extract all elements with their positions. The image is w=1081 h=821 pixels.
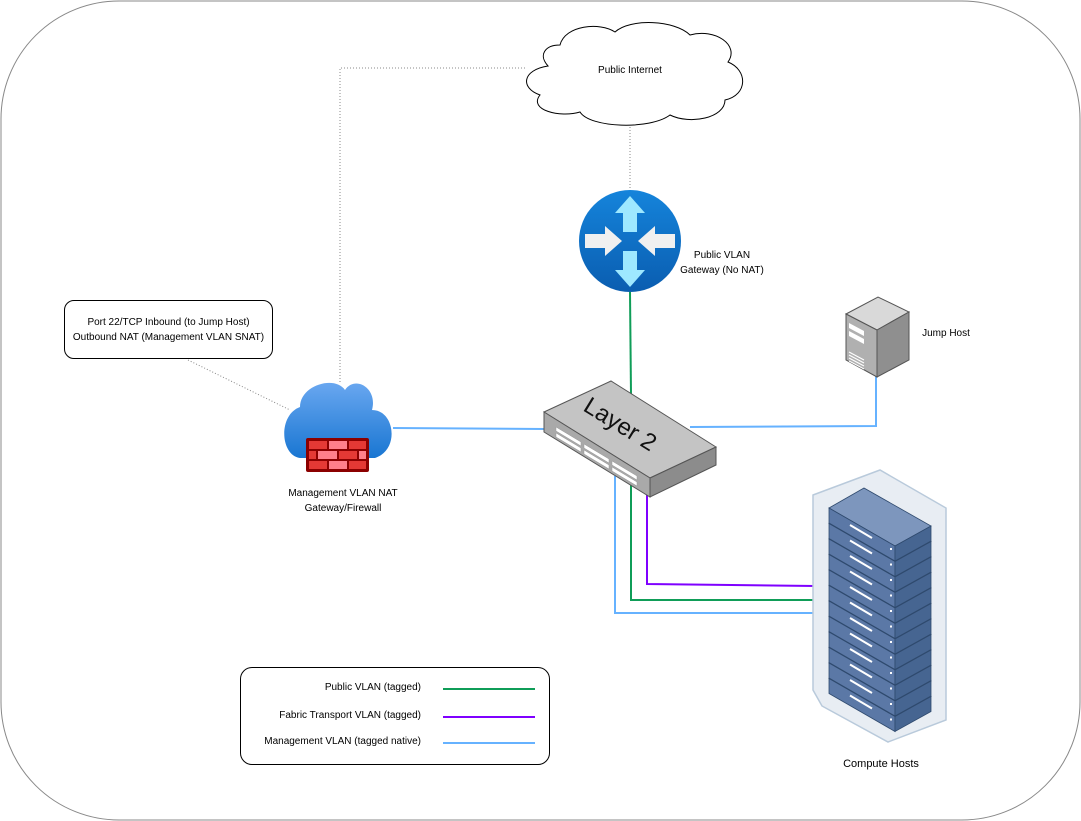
note-line1: Port 22/TCP Inbound (to Jump Host) [87,316,250,328]
note-line2: Outbound NAT (Management VLAN SNAT) [72,331,265,343]
jump-host-icon[interactable] [844,296,911,378]
compute-rack-icon[interactable] [812,469,947,743]
firewall-icon[interactable] [284,382,392,472]
legend: Public VLAN (tagged) Fabric Transport VL… [240,667,550,765]
router-label-line2: Gateway (No NAT) [680,265,764,276]
legend-swatch-public [443,688,535,690]
legend-swatch-fabric [443,716,535,718]
internet-label: Public Internet [598,65,662,76]
internet-cloud-icon[interactable] [526,22,744,126]
compute-hosts-label: Compute Hosts [843,758,919,770]
link-fabric-switch-compute[interactable] [646,495,816,587]
router-label: Public VLAN Gateway (No NAT) [672,248,772,278]
router-icon[interactable] [579,190,681,292]
legend-item-public-vlan: Public VLAN (tagged) [241,680,549,696]
legend-swatch-mgmt [443,742,535,744]
legend-item-fabric-vlan: Fabric Transport VLAN (tagged) [241,708,549,724]
firewall-label: Management VLAN NAT Gateway/Firewall [273,486,413,516]
firewall-label-line1: Management VLAN NAT [288,488,398,499]
firewall-rules-note: Port 22/TCP Inbound (to Jump Host) Outbo… [64,300,273,359]
link-firewall-internet[interactable] [339,67,527,382]
link-mgmt-switch-compute[interactable] [614,476,815,614]
link-public-router-switch[interactable] [629,291,632,396]
link-mgmt-switch-jumphost[interactable] [689,372,877,428]
legend-label: Fabric Transport VLAN (tagged) [279,710,421,721]
jump-host-label: Jump Host [922,328,970,339]
router-label-line1: Public VLAN [693,250,751,261]
firewall-label-line2: Gateway/Firewall [304,503,382,514]
link-public-switch-compute[interactable] [630,485,815,601]
legend-label: Public VLAN (tagged) [324,682,421,693]
link-note-firewall[interactable] [187,359,291,411]
rack-unit [828,487,932,562]
link-mgmt-firewall-switch[interactable] [392,427,546,430]
legend-item-mgmt-vlan: Management VLAN (tagged native) [241,734,549,750]
legend-label: Management VLAN (tagged native) [264,736,421,747]
